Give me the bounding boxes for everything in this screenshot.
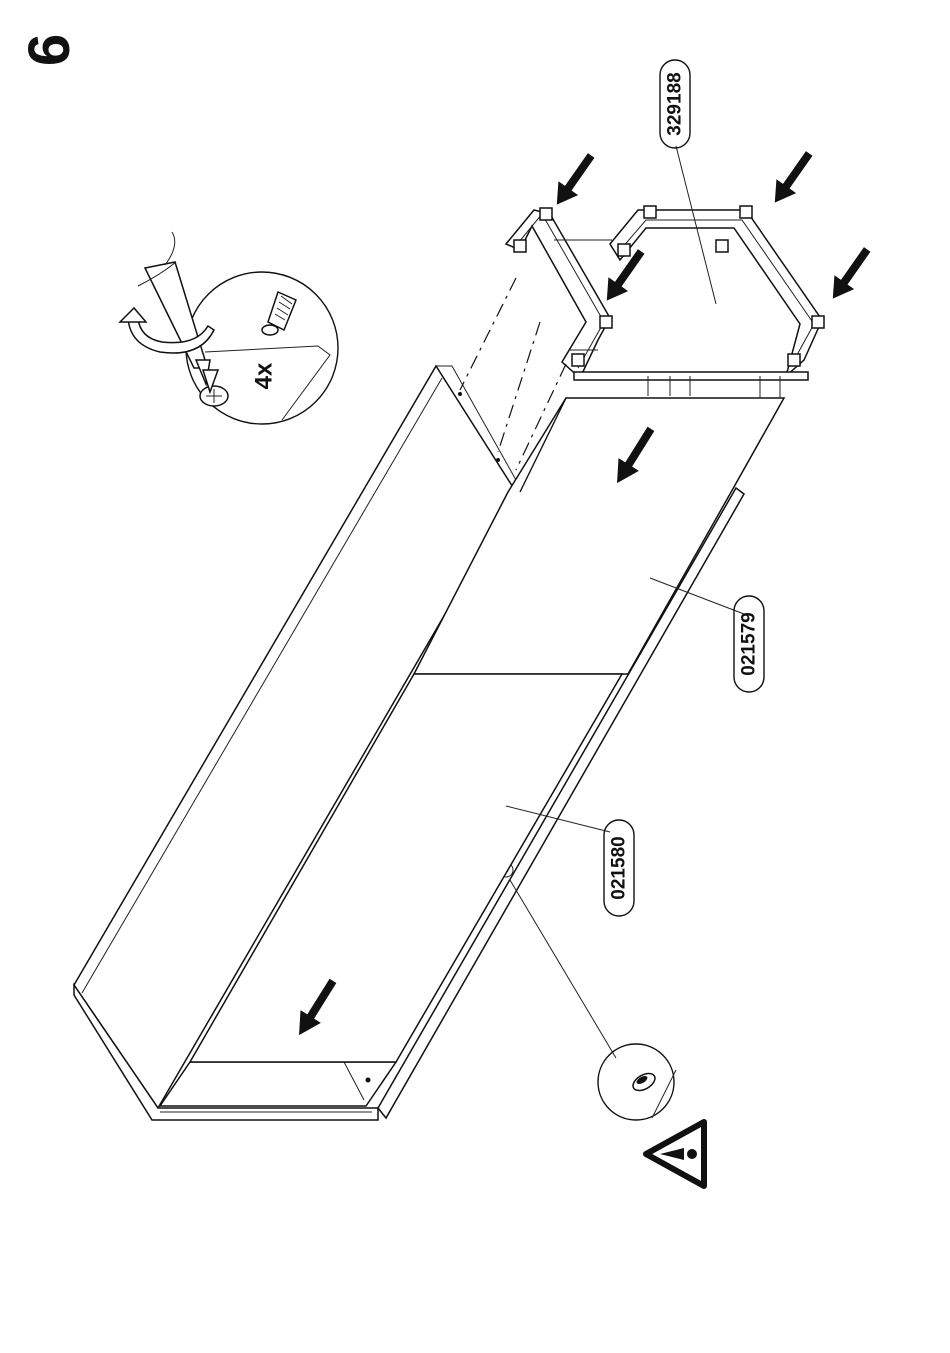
part-label-021580: 021580 xyxy=(604,820,634,916)
arrow-icon xyxy=(765,147,819,210)
part-label-021579: 021579 xyxy=(734,596,764,692)
rotate-arrow-icon xyxy=(120,308,214,353)
top-frame xyxy=(506,206,824,398)
svg-text:021579: 021579 xyxy=(739,612,760,675)
svg-text:021580: 021580 xyxy=(609,836,630,899)
step-number: 9 xyxy=(16,34,81,66)
hole-detail-callout xyxy=(598,1044,676,1120)
screw-head-icon xyxy=(200,370,228,406)
arrow-icon xyxy=(547,149,601,212)
svg-text:329188: 329188 xyxy=(665,72,686,135)
arrow-icon xyxy=(823,243,877,306)
warning-triangle-icon xyxy=(646,1122,704,1186)
screw-icon xyxy=(262,292,296,335)
screwdriver-icon xyxy=(138,232,210,384)
part-label-329188: 329188 xyxy=(660,60,690,148)
screw-detail-callout: 4x xyxy=(120,232,338,424)
leader-line xyxy=(510,880,616,1058)
screw-quantity: 4x xyxy=(251,362,278,389)
